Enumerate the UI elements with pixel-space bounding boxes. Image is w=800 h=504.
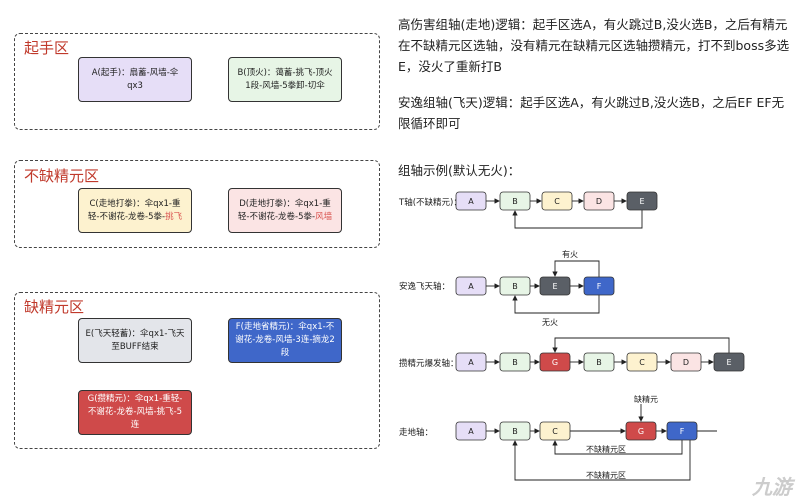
row-anyi-has-fire: 有火 — [562, 249, 578, 259]
card-f: F(走地省精元)：伞qx1-不谢花-龙卷-风墙-3连-摘龙2段 — [228, 318, 342, 363]
row-anyi-node-3: F — [583, 276, 615, 296]
row-t-node-3: D — [583, 191, 615, 211]
row-anyi-node-1-label: B — [512, 282, 518, 291]
row-t-node-2-label: C — [554, 197, 560, 206]
row-label-t: T轴(不缺精元)： — [399, 198, 462, 208]
row-walk-loop-c — [552, 440, 683, 455]
card-f-text: F(走地省精元)：伞qx1-不谢花-龙卷-风墙-3连-摘龙2段 — [235, 322, 335, 358]
row-walk-node-1-label: B — [512, 427, 518, 436]
row-zan-node-3-label: B — [596, 358, 602, 367]
paragraph-easy-text: 安逸组轴(飞天)逻辑：起手区选A，有火跳过B,没火选B，之后EF EF无限循环即… — [398, 95, 785, 131]
row-anyi-nofire-loop — [512, 295, 600, 314]
row-t-node-2: C — [541, 191, 573, 211]
card-c-highlight: 挑飞 — [165, 211, 183, 222]
row-zan-node-3: B — [583, 352, 615, 372]
card-g: G(攒精元)：伞qx1-重轻-不谢花-龙卷-风墙-挑飞-5连 — [78, 390, 192, 435]
row-t-loop — [512, 210, 643, 229]
row-walk-node-4: F — [666, 421, 698, 441]
card-e: E(飞天轻蓄)：伞qx1-飞天至BUFF结束 — [78, 318, 192, 363]
card-c: C(走地打拳)：伞qx1-重轻-不谢花-龙卷-5拳-挑飞 — [78, 188, 192, 233]
row-anyi-node-2: E — [539, 276, 571, 296]
row-label-walk: 走地轴： — [399, 428, 434, 438]
watermark-logo: 九游 — [752, 475, 792, 499]
zone-start-title: 起手区 — [22, 37, 72, 58]
row-walk-node-4-label: F — [680, 427, 685, 436]
row-t-node-1-label: B — [512, 197, 518, 206]
row-label-anyi: 安逸飞天轴： — [399, 282, 451, 292]
paragraph-high-damage-text: 高伤害组轴(走地)逻辑：起手区选A，有火跳过B,没火选B，之后有精元在不缺精元区… — [398, 17, 790, 74]
row-t-node-0: A — [455, 191, 487, 211]
row-zan-loop — [552, 337, 730, 353]
row-t-node-3-label: D — [596, 197, 602, 206]
card-g-text: G(攒精元)：伞qx1-重轻-不谢花-龙卷-风墙-挑飞-5连 — [87, 394, 183, 430]
row-zan-node-2-label: G — [552, 358, 558, 367]
row-walk-node-0: A — [455, 421, 487, 441]
row-zan-node-1: B — [499, 352, 531, 372]
card-d-text: D(走地打拳)：伞qx1-重轻-不谢花-龙卷-5拳- — [237, 198, 331, 222]
zone-no-lack — [14, 160, 380, 248]
row-anyi-no-fire: 无火 — [542, 318, 558, 327]
card-a-text: A(起手)：扇蓄-风墙-伞qx3 — [91, 67, 179, 91]
card-c-text: C(走地打拳)：伞qx1-重轻-不谢花-龙卷-5拳- — [87, 198, 181, 222]
row-zan-node-6: E — [713, 352, 745, 372]
row-t-node-4-label: E — [639, 197, 644, 206]
card-a: A(起手)：扇蓄-风墙-伞qx3 — [78, 57, 192, 102]
zone-start — [14, 33, 380, 130]
row-walk-node-2: C — [539, 421, 571, 441]
row-zan-node-6-label: E — [726, 358, 731, 367]
zone-lack — [14, 292, 380, 449]
row-walk-no-lack-2: 不缺精元区 — [586, 470, 626, 480]
row-zan-node-4-label: C — [639, 358, 645, 367]
card-e-text: E(飞天轻蓄)：伞qx1-飞天至BUFF结束 — [85, 328, 185, 352]
row-zan-node-4: C — [626, 352, 658, 372]
row-anyi-node-0: A — [455, 276, 487, 296]
row-walk-no-lack-1: 不缺精元区 — [586, 444, 626, 454]
row-walk-node-3: G — [625, 421, 657, 441]
examples-title: 组轴示例(默认无火)： — [398, 163, 521, 178]
zone-lack-title: 缺精元区 — [22, 296, 87, 317]
row-zan-node-2: G — [539, 352, 571, 372]
zone-no-lack-title: 不缺精元区 — [22, 165, 102, 186]
row-walk-node-3-label: G — [638, 427, 644, 436]
row-walk-loop-b — [512, 440, 691, 481]
row-walk-node-2-label: C — [552, 427, 558, 436]
row-zan-node-0-label: A — [468, 358, 474, 367]
row-t-node-1: B — [499, 191, 531, 211]
row-walk-node-0-label: A — [468, 427, 474, 436]
row-t-node-0-label: A — [468, 197, 474, 206]
row-zan-node-5-label: D — [683, 358, 689, 367]
row-t-node-4: E — [626, 191, 658, 211]
row-anyi-node-0-label: A — [468, 282, 474, 291]
row-zan-node-1-label: B — [512, 358, 518, 367]
row-anyi-node-3-label: F — [597, 282, 602, 291]
row-anyi-node-1: B — [499, 276, 531, 296]
card-d-highlight: 风墙 — [315, 211, 333, 222]
card-d: D(走地打拳)：伞qx1-重轻-不谢花-龙卷-5拳-风墙 — [228, 188, 342, 233]
row-anyi-fire-loop — [552, 260, 600, 277]
row-walk-node-1: B — [499, 421, 531, 441]
row-walk-lack: 缺精元 — [634, 394, 658, 404]
row-label-zan: 攒精元爆发轴： — [399, 359, 459, 369]
card-b-text: B(顶火)：蔼蓄-挑飞-顶火1段-风墙-5拳卸-切伞 — [237, 67, 333, 91]
paragraph-high-damage: 高伤害组轴(走地)逻辑：起手区选A，有火跳过B,没火选B，之后有精元在不缺精元区… — [398, 14, 790, 77]
row-zan-node-0: A — [455, 352, 487, 372]
paragraph-easy: 安逸组轴(飞天)逻辑：起手区选A，有火跳过B,没火选B，之后EF EF无限循环即… — [398, 92, 790, 134]
card-b: B(顶火)：蔼蓄-挑飞-顶火1段-风墙-5拳卸-切伞 — [228, 57, 342, 102]
row-anyi-node-2-label: E — [552, 282, 557, 291]
row-zan-node-5: D — [670, 352, 702, 372]
